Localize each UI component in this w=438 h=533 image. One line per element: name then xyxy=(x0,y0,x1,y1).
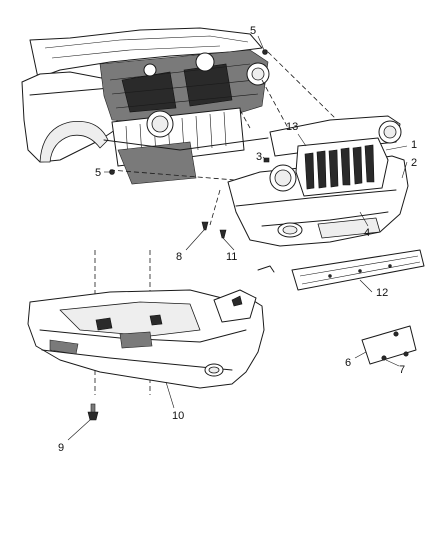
fasteners-upper xyxy=(201,221,227,239)
callout-10: 10 xyxy=(172,410,184,422)
callout-12: 12 xyxy=(376,287,388,299)
callout-5-left: 5 xyxy=(95,167,101,179)
callout-4: 4 xyxy=(364,227,370,239)
callout-2: 2 xyxy=(411,157,417,169)
callout-1: 1 xyxy=(411,139,417,151)
callout-3: 3 xyxy=(256,151,262,163)
callout-9: 9 xyxy=(58,442,64,454)
lower-fascia-10 xyxy=(27,289,265,389)
callout-11: 11 xyxy=(226,251,237,263)
leader-lines xyxy=(67,35,408,441)
front-fascia-assembly xyxy=(227,115,409,247)
callout-7: 7 xyxy=(399,364,405,376)
callout-6: 6 xyxy=(345,357,351,369)
bolt-9 xyxy=(87,403,99,421)
bumper-absorber-12 xyxy=(257,249,425,291)
callout-13: 13 xyxy=(286,121,298,133)
vehicle-front-end xyxy=(21,27,270,185)
callout-8: 8 xyxy=(176,251,182,263)
bracket-6 xyxy=(361,325,417,365)
callout-labels: 5 5 13 3 1 2 4 8 11 12 6 7 9 10 xyxy=(58,25,417,454)
callout-5-top: 5 xyxy=(250,25,256,37)
